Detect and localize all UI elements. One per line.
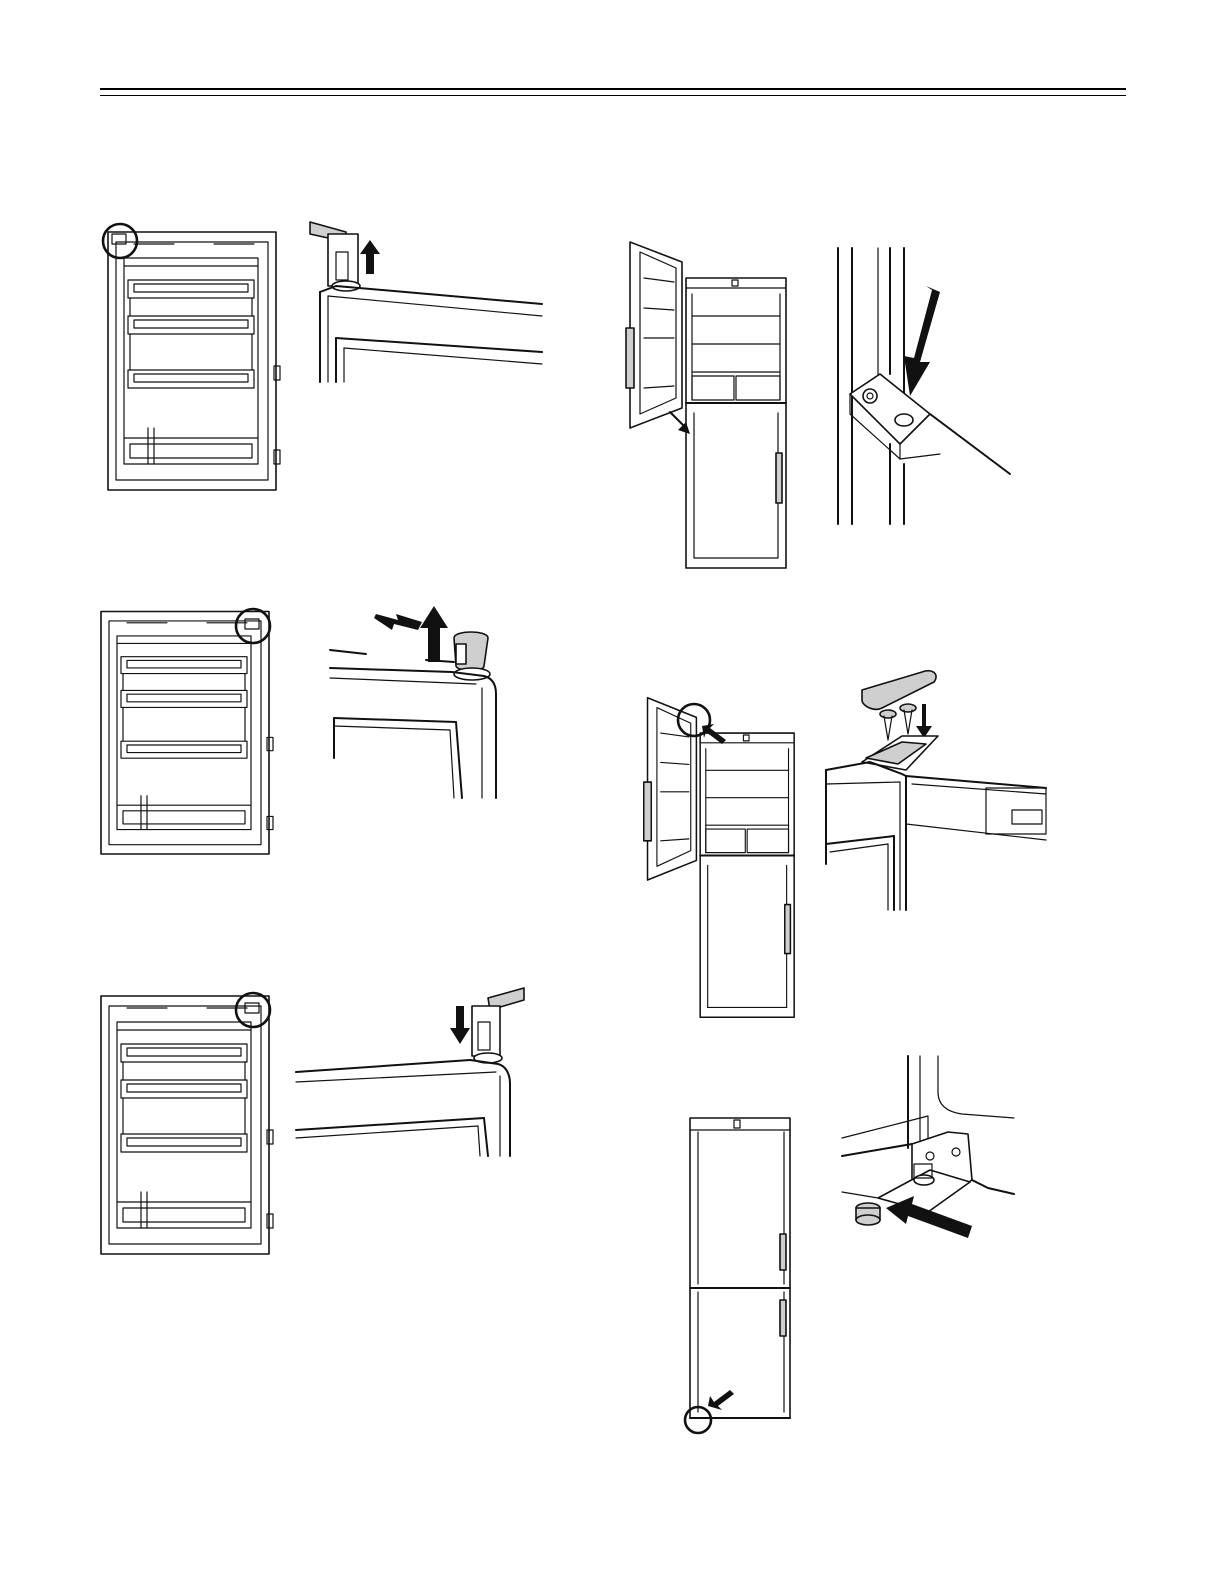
figure-screw-hinge-cover — [822, 664, 1052, 914]
figure-fridge-door-open-top — [640, 686, 800, 1018]
screw-icon — [880, 704, 916, 740]
figure-door-top-right-hinge-2 — [93, 990, 283, 1258]
figure-foot-adjust-closeup — [838, 1052, 1020, 1262]
down-arrow-icon — [916, 704, 932, 738]
figure-insert-hinge — [292, 984, 528, 1160]
figure-bottom-hinge-closeup — [830, 244, 1030, 528]
figure-door-top-right-hinge — [93, 604, 283, 860]
foot-icon — [856, 1203, 880, 1225]
figure-fridge-closed — [676, 1114, 800, 1440]
up-arrow-icon — [420, 606, 448, 662]
hinge-icon — [472, 1006, 500, 1056]
figure-door-top-left-hinge — [100, 222, 290, 502]
figure-lift-hinge-pin — [306, 212, 546, 387]
header-rule-thin — [100, 95, 1126, 96]
figure-fridge-door-open — [624, 222, 794, 574]
down-arrow-icon — [904, 286, 940, 396]
left-arrow-icon — [374, 614, 422, 630]
down-arrow-icon — [450, 1006, 470, 1044]
header-rule-thick — [100, 88, 1126, 90]
hinge-cover-icon — [862, 671, 936, 710]
hinge-icon — [328, 234, 358, 286]
up-arrow-icon — [360, 240, 380, 274]
figure-remove-hinge-cap — [326, 598, 506, 802]
